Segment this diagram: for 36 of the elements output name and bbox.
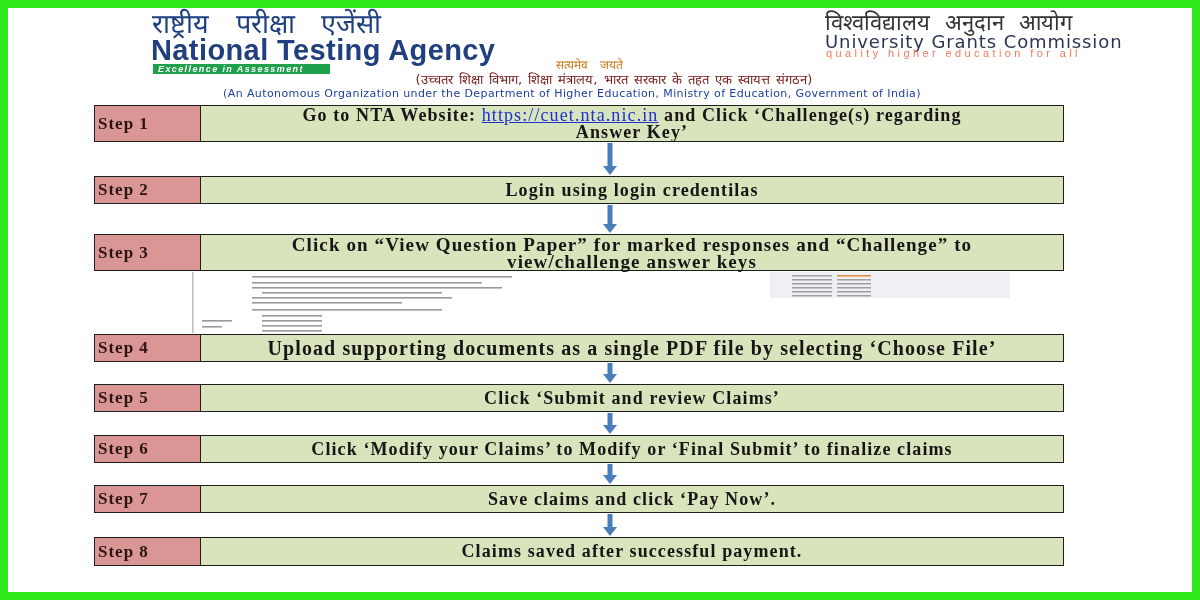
step-description: Login using login credentilas xyxy=(504,178,760,202)
step-description: Upload supporting documents as a single PDF file by selecting ‘Choose File’ xyxy=(266,335,998,361)
step-label: Step 2 xyxy=(95,177,201,203)
arrow xyxy=(603,143,617,175)
step-description: Claims saved after successful payment. xyxy=(460,540,804,563)
step-description: Click ‘Modify your Claims’ to Modify or ‘Final Submit’ to finalize claims xyxy=(310,437,954,461)
step-row xyxy=(94,334,1064,362)
step-row xyxy=(94,176,1064,204)
step-label: Step 3 xyxy=(95,235,201,270)
step-label: Step 6 xyxy=(95,436,201,462)
step-label: Step 1 xyxy=(95,106,201,141)
arrow xyxy=(603,413,617,434)
subtitle: (An Autonomous Organization under the Department of Higher Education, Ministry of Education, Government of India) xyxy=(222,88,922,100)
step-row xyxy=(94,435,1064,463)
step-label: Step 8 xyxy=(95,538,201,565)
website-link: https://cuet.nta.nic.in xyxy=(481,104,659,125)
step-description: Click ‘Submit and review Claims’ xyxy=(483,386,781,410)
step-description: Click on “View Question Paper” for marked responses and “Challenge” to view/challenge answer keys xyxy=(290,235,974,270)
arrow xyxy=(603,464,617,484)
step-label: Step 7 xyxy=(95,486,201,512)
arrow xyxy=(603,363,617,383)
agency-tagline: Excellence in Assessment xyxy=(153,64,330,74)
step-row xyxy=(94,234,1064,271)
step-row xyxy=(94,537,1064,566)
step-label: Step 4 xyxy=(95,335,201,361)
arrow xyxy=(603,514,617,536)
arrow xyxy=(603,205,617,233)
step-row xyxy=(94,384,1064,412)
step-row xyxy=(94,105,1064,142)
step-label: Step 5 xyxy=(95,385,201,411)
step-description: Go to NTA Website: https://cuet.nta.nic.in and Click ‘Challenge(s) regarding Answer Key’ xyxy=(301,106,963,141)
step-row xyxy=(94,485,1064,513)
subtitle-hindi: (उच्चतर शिक्षा विभाग, शिक्षा मंत्रालय, भारत सरकार के तहत एक स्वायत्त संगठन) xyxy=(414,73,814,87)
step-description: Save claims and click ‘Pay Now’. xyxy=(486,487,778,511)
motto: सत्यमेव जयते xyxy=(556,58,623,72)
agency-name-hindi: राष्ट्रीय परीक्षा एजेंसी xyxy=(152,9,382,39)
